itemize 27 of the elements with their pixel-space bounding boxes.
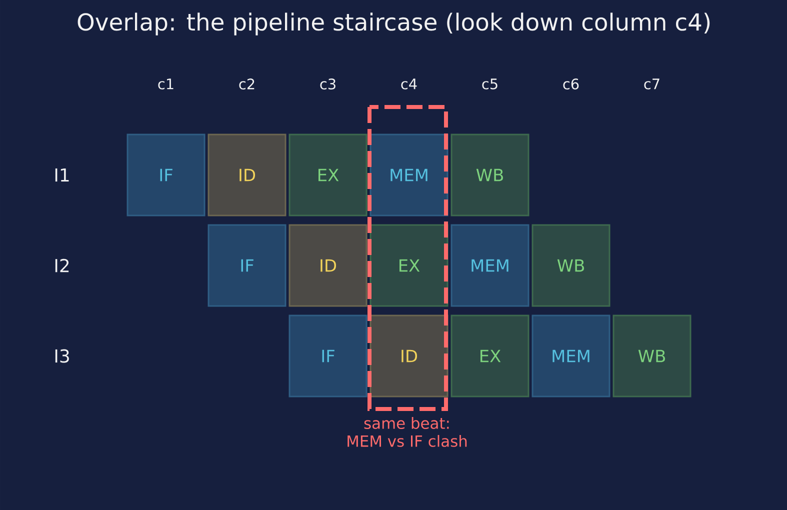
stage-box: WB: [450, 134, 530, 216]
column-label: c2: [239, 78, 254, 90]
stage-box: WB: [612, 314, 692, 398]
column-label: c7: [644, 78, 660, 90]
stage-box: MEM: [370, 134, 448, 216]
column-label: c3: [320, 78, 336, 90]
stage-box: EX: [288, 134, 368, 216]
title: Overlap: the pipeline staircase (look down column c4): [78, 12, 710, 36]
row-label: I3: [55, 349, 69, 363]
row-label: I2: [55, 258, 69, 272]
stage-box: MEM: [532, 314, 610, 398]
stage-box: MEM: [450, 224, 530, 307]
stage-box: ID: [288, 224, 368, 307]
column-label: c4: [401, 78, 417, 90]
stage-box: EX: [370, 224, 448, 307]
stage-box: IF: [208, 224, 286, 307]
stage-box: ID: [370, 314, 448, 398]
stage-box: WB: [532, 224, 610, 307]
stage-box: IF: [288, 314, 368, 398]
row-label: I1: [55, 168, 69, 182]
column-label: c5: [482, 78, 498, 90]
note: same beat: MEM vs IF clash: [348, 417, 467, 447]
stage-box: ID: [208, 134, 286, 216]
stage-box: EX: [450, 314, 530, 398]
column-label: c1: [158, 78, 174, 90]
stage-box: IF: [126, 134, 206, 216]
column-label: c6: [563, 78, 579, 90]
